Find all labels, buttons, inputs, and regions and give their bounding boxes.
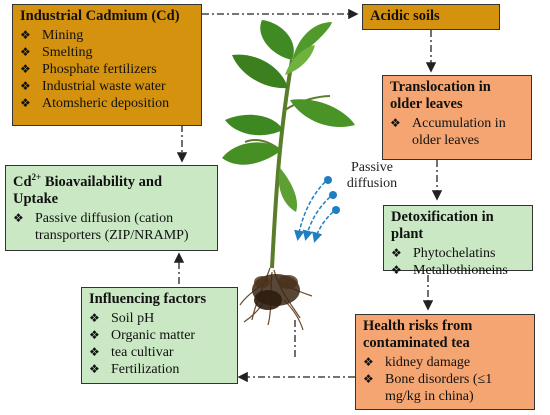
- bullet-icon: ❖: [89, 328, 100, 342]
- factors-list: ❖Soil pH ❖Organic matter ❖tea cultivar ❖…: [89, 310, 230, 378]
- health-title: Health risks from contaminated tea: [363, 318, 473, 351]
- list-item: ❖Bone disorders (≤1 mg/kg in china): [363, 372, 493, 404]
- list-item: ❖Smelting: [20, 45, 93, 60]
- list-item: ❖Phytochelatins: [391, 246, 496, 261]
- bullet-icon: ❖: [89, 362, 100, 376]
- list-item: ❖kidney damage: [363, 355, 471, 370]
- list-item: ❖Soil pH: [89, 311, 155, 326]
- translocation-list: ❖Accumulation in older leaves: [390, 115, 524, 149]
- bullet-icon: ❖: [20, 79, 31, 93]
- influencing-factors-box: Influencing factors ❖Soil pH ❖Organic ma…: [81, 287, 238, 384]
- bioavailability-list: ❖Passive diffusion (cation transporters …: [13, 210, 210, 244]
- bullet-icon: ❖: [20, 96, 31, 110]
- bullet-icon: ❖: [20, 28, 31, 42]
- bullet-icon: ❖: [20, 62, 31, 76]
- translocation-box: Translocation in older leaves ❖Accumulat…: [382, 75, 532, 160]
- bullet-icon: ❖: [89, 345, 100, 359]
- bullet-icon: ❖: [391, 263, 402, 277]
- list-item: ❖Phosphate fertilizers: [20, 62, 157, 77]
- list-item: ❖Fertilization: [89, 362, 180, 377]
- acidic-title: Acidic soils: [370, 8, 440, 24]
- list-item: ❖Passive diffusion (cation transporters …: [13, 210, 189, 243]
- bullet-icon: ❖: [363, 372, 374, 386]
- list-item: ❖Atomsheric deposition: [20, 96, 170, 111]
- passive-diffusion-label: Passive diffusion: [346, 160, 398, 191]
- translocation-title: Translocation in older leaves: [390, 79, 491, 112]
- industrial-cadmium-box: Industrial Cadmium (Cd) ❖Mining ❖Smeltin…: [12, 4, 202, 126]
- bullet-icon: ❖: [13, 210, 24, 225]
- bullet-icon: ❖: [363, 355, 374, 369]
- detox-title: Detoxification in plant: [391, 209, 494, 242]
- bullet-icon: ❖: [390, 116, 401, 130]
- list-item: ❖Industrial waste water: [20, 79, 166, 94]
- bioavailability-title: Cd2+ Bioavailability and Uptake: [13, 172, 163, 207]
- health-risks-box: Health risks from contaminated tea ❖kidn…: [355, 314, 535, 410]
- list-item: ❖Accumulation in older leaves: [390, 116, 506, 148]
- detox-list: ❖Phytochelatins ❖Metallothioneins: [391, 245, 525, 279]
- factors-title: Influencing factors: [89, 291, 207, 307]
- list-item: ❖tea cultivar: [89, 345, 174, 360]
- cadmium-title: Industrial Cadmium (Cd): [20, 8, 180, 24]
- list-item: ❖Organic matter: [89, 328, 196, 343]
- bullet-icon: ❖: [89, 311, 100, 325]
- list-item: ❖Metallothioneins: [391, 263, 508, 278]
- detoxification-box: Detoxification in plant ❖Phytochelatins …: [383, 205, 533, 278]
- bullet-icon: ❖: [391, 246, 402, 260]
- health-list: ❖kidney damage ❖Bone disorders (≤1 mg/kg…: [363, 354, 527, 405]
- acidic-soils-box: Acidic soils: [362, 4, 500, 30]
- list-item: ❖Mining: [20, 28, 84, 43]
- bullet-icon: ❖: [20, 45, 31, 59]
- cadmium-list: ❖Mining ❖Smelting ❖Phosphate fertilizers…: [20, 27, 194, 112]
- bioavailability-box: Cd2+ Bioavailability and Uptake ❖Passive…: [5, 165, 218, 251]
